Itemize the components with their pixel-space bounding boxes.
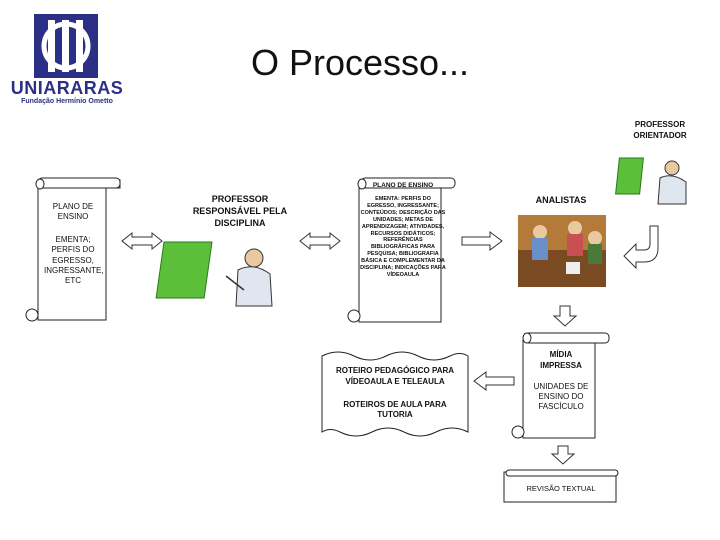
- plano-ensino-detalhe-title: PLANO DE ENSINO: [372, 182, 434, 189]
- arrow-down-to-midia: [552, 305, 578, 327]
- analistas-label: ANALISTAS: [535, 195, 587, 205]
- logo-name: UNIARARAS: [10, 78, 124, 98]
- professor-responsavel-figure: [155, 241, 273, 307]
- midia-impressa-title: MÍDIA IMPRESSA: [540, 350, 582, 370]
- revisao-label: REVISÃO TEXTUAL: [526, 484, 596, 493]
- arrow-down-to-revisao: [550, 445, 576, 465]
- professor-responsavel-label: PROFESSOR RESPONSÁVEL PELA DISCIPLINA: [192, 194, 288, 229]
- uniararas-logo: UNIARARAS Fundação Hermínio Ometto: [8, 10, 126, 105]
- professor-orientador-figure: [615, 157, 687, 205]
- midia-impressa-text: MÍDIA IMPRESSA UNIDADES DE ENSINO DO FAS…: [528, 350, 594, 413]
- scroll-revisao: [503, 469, 619, 503]
- double-arrow-1: [121, 231, 163, 251]
- roteiro-line1: ROTEIRO PEDAGÓGICO PARA VÍDEOAULA E TELE…: [335, 366, 455, 386]
- arrow-to-roteiro: [473, 371, 515, 391]
- plano-ensino-detalhe-body: EMENTA: PERFIS DO EGRESSO, INGRESSANTE; …: [360, 196, 446, 278]
- curved-arrow-orientador: [623, 225, 659, 270]
- scroll-plano-ensino-detalhe: [347, 177, 456, 323]
- plano-ensino-title: PLANO DE ENSINO: [52, 202, 94, 222]
- scroll-plano-ensino: [25, 177, 121, 322]
- roteiro-line2: ROTEIROS DE AULA PARA TUTORIA: [343, 399, 447, 420]
- plano-ensino-body: EMENTA; PERFIS DO EGRESSO, INGRESSANTE, …: [44, 234, 104, 286]
- roteiro-box: [321, 351, 469, 437]
- professor-orientador-label: PROFESSOR ORIENTADOR: [633, 120, 687, 140]
- roteiro-text: ROTEIRO PEDAGÓGICO PARA VÍDEOAULA E TELE…: [330, 366, 460, 421]
- scroll-midia-impressa: [511, 332, 610, 439]
- analistas-picture: [518, 215, 606, 287]
- logo-emblem: [34, 14, 98, 78]
- double-arrow-2: [299, 231, 341, 251]
- plano-ensino-detalhe-text: PLANO DE ENSINO EMENTA: PERFIS DO EGRESS…: [360, 182, 446, 279]
- plano-ensino-text: PLANO DE ENSINO EMENTA; PERFIS DO EGRESS…: [44, 202, 104, 287]
- midia-impressa-body: UNIDADES DE ENSINO DO FASCÍCULO: [533, 381, 589, 412]
- logo-subtitle: Fundação Hermínio Ometto: [21, 98, 113, 105]
- arrow-to-analistas: [461, 231, 503, 251]
- page-title: O Processo...: [250, 42, 470, 83]
